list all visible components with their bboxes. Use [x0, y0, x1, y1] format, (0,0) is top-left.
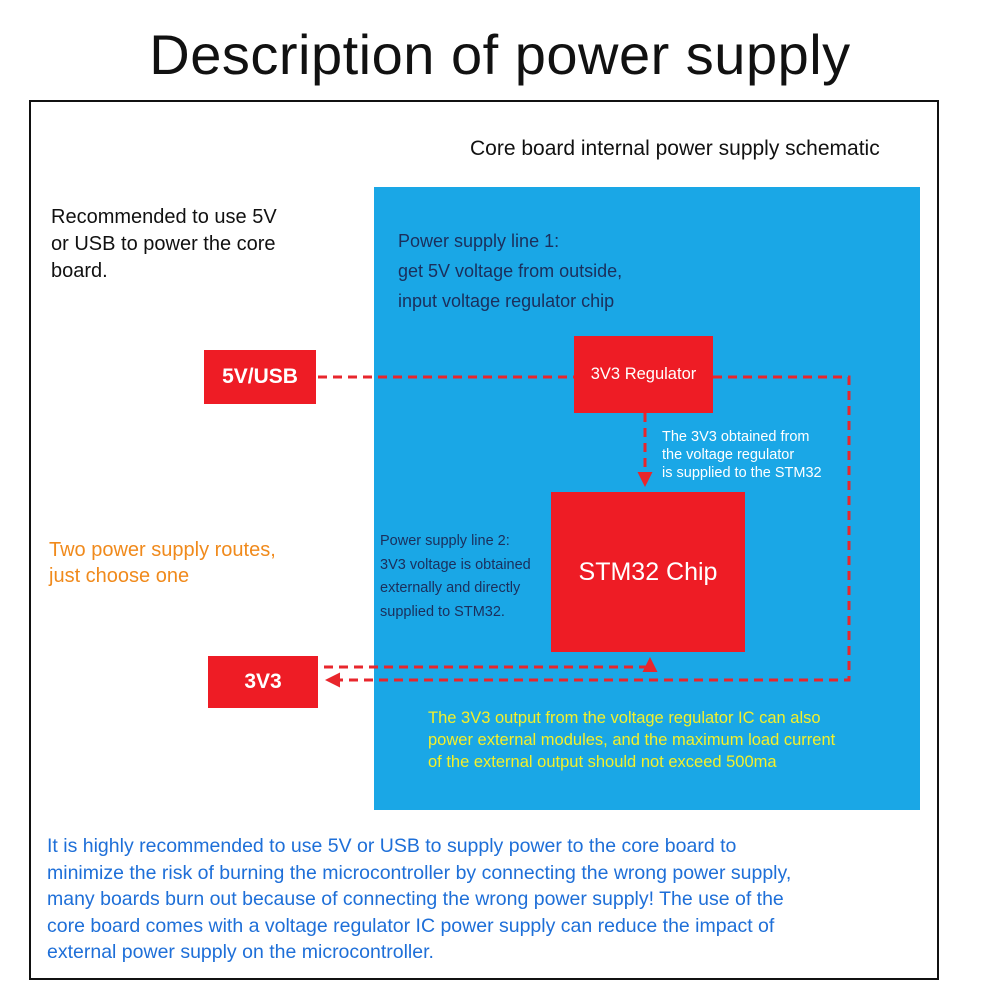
- recommend-line: Recommended to use 5V: [51, 206, 277, 228]
- line1-line: get 5V voltage from outside,: [398, 261, 623, 281]
- supply-line-1-note: Power supply line 1: get 5V voltage from…: [398, 226, 798, 316]
- wire-regulator-to-3v3-output: [325, 375, 851, 688]
- schematic-title: Core board internal power supply schemat…: [470, 137, 880, 160]
- input-5v-usb-box: 5V/USB: [204, 350, 316, 404]
- recommend-line: board.: [51, 260, 108, 282]
- regulator-box: 3V3 Regulator: [574, 336, 713, 413]
- diagram-frame: [29, 100, 939, 980]
- reg-note-line: the voltage regulator: [662, 447, 795, 463]
- line2-line: 3V3 voltage is obtained: [380, 556, 531, 573]
- recommendation-note: Recommended to use 5V or USB to power th…: [51, 204, 351, 285]
- output-note-line: of the external output should not exceed…: [428, 753, 777, 771]
- bottom-recommendation: It is highly recommended to use 5V or US…: [47, 833, 947, 966]
- bottom-line: core board comes with a voltage regulato…: [47, 914, 775, 937]
- recommend-line: or USB to power the core: [51, 233, 276, 255]
- line2-line: externally and directly: [380, 580, 521, 596]
- line1-line: Power supply line 1:: [398, 231, 560, 251]
- output-note-line: The 3V3 output from the voltage regulato…: [428, 709, 821, 727]
- bottom-line: It is highly recommended to use 5V or US…: [47, 835, 737, 857]
- routes-note: Two power supply routes, just choose one: [49, 537, 349, 589]
- regulator-output-note: The 3V3 obtained from the voltage regula…: [662, 428, 902, 482]
- input-3v3-box: 3V3: [208, 656, 318, 708]
- routes-line: just choose one: [49, 565, 190, 587]
- bottom-line: minimize the risk of burning the microco…: [47, 861, 792, 884]
- line2-line: Power supply line 2:: [380, 533, 510, 549]
- bottom-line: many boards burn out because of connecti…: [47, 888, 784, 910]
- line1-line: input voltage regulator chip: [398, 291, 615, 311]
- page-title: Description of power supply: [149, 23, 851, 86]
- wire-3v3-to-chip: [324, 657, 658, 672]
- external-output-note: The 3V3 output from the voltage regulato…: [428, 707, 918, 773]
- routes-line: Two power supply routes,: [49, 539, 276, 561]
- supply-line-2-note: Power supply line 2: 3V3 voltage is obta…: [380, 530, 555, 624]
- reg-note-line: The 3V3 obtained from: [662, 429, 810, 445]
- stm32-chip-box: STM32 Chip: [551, 492, 745, 652]
- line2-line: supplied to STM32.: [380, 603, 505, 620]
- output-note-line: power external modules, and the maximum …: [428, 731, 836, 749]
- bottom-line: external power supply on the microcontro…: [47, 941, 434, 963]
- reg-note-line: is supplied to the STM32: [662, 465, 822, 481]
